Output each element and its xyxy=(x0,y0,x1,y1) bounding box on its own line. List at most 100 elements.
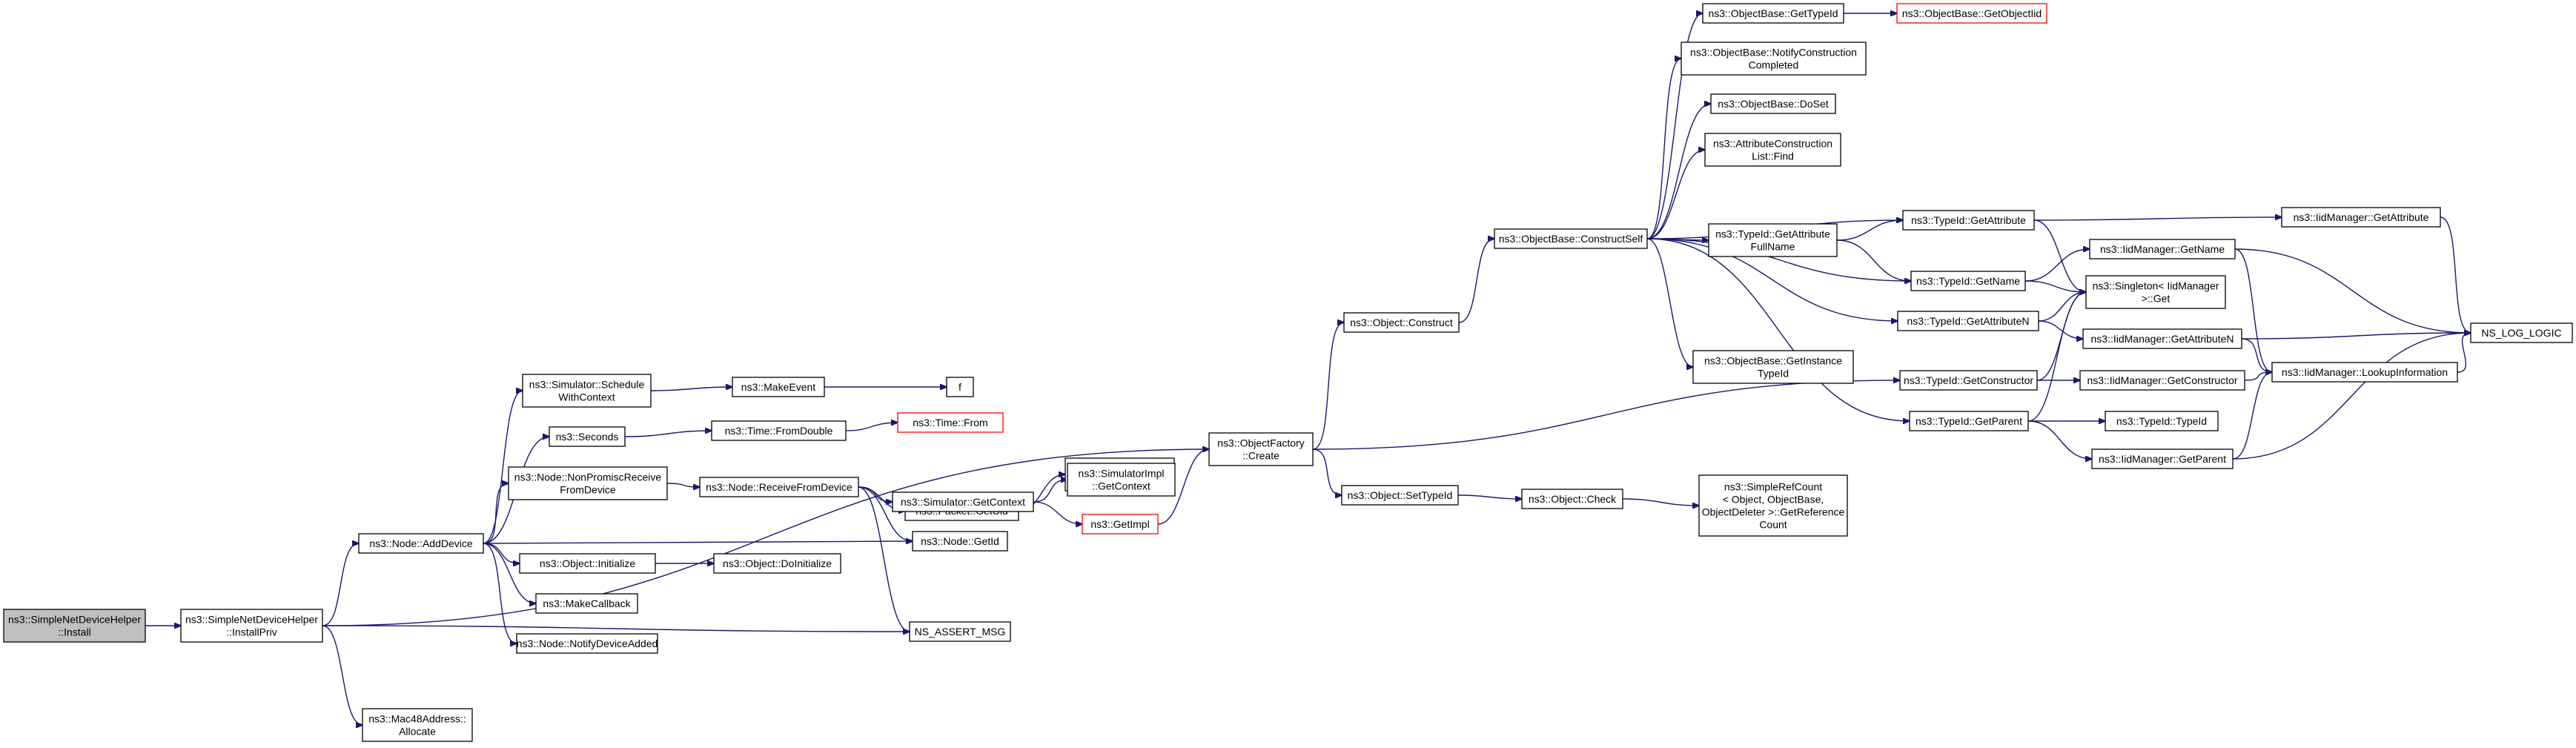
edge-objfactory-to-objconstruct xyxy=(1312,322,1344,450)
node-label: ns3::IidManager::LookupInformation xyxy=(2282,366,2448,378)
node-ob_getobjectiid[interactable]: ns3::ObjectBase::GetObjectIid xyxy=(1896,3,2047,24)
node-box xyxy=(909,621,1011,642)
node-label: ns3::ObjectBase::GetInstance xyxy=(1704,355,1842,367)
node-makeevent[interactable]: ns3::MakeEvent xyxy=(732,377,825,397)
node-constructself[interactable]: ns3::ObjectBase::ConstructSelf xyxy=(1494,228,1648,249)
node-box xyxy=(711,420,847,441)
edge-tid_getattrfull-to-tid_getattribute xyxy=(1836,220,1903,241)
node-objcheck[interactable]: ns3::Object::Check xyxy=(1521,489,1623,509)
edge-iid_getparent-to-nslog xyxy=(2232,333,2471,460)
node-box xyxy=(1704,133,1841,167)
edge-tid_getattributen-to-singleton xyxy=(2038,292,2086,322)
node-tid_getattributen[interactable]: ns3::TypeId::GetAttributeN xyxy=(1897,311,2039,331)
node-objinit[interactable]: ns3::Object::Initialize xyxy=(519,553,656,574)
node-label: ns3::ObjectFactory xyxy=(1217,437,1305,449)
edge-constructself-to-ob_gettypeid xyxy=(1646,13,1703,239)
node-install[interactable]: ns3::SimpleNetDeviceHelper::Install xyxy=(3,609,146,643)
node-ob_doset[interactable]: ns3::ObjectBase::DoSet xyxy=(1710,93,1836,114)
node-notifydevadded[interactable]: ns3::Node::NotifyDeviceAdded xyxy=(516,633,658,654)
node-nslog[interactable]: NS_LOG_LOGIC xyxy=(2470,322,2573,343)
node-receivefrom[interactable]: ns3::Node::ReceiveFromDevice xyxy=(699,477,859,497)
node-objconstruct[interactable]: ns3::Object::Construct xyxy=(1343,312,1460,333)
node-fromdouble[interactable]: ns3::Time::FromDouble xyxy=(711,420,847,441)
node-label: ns3::Mac48Address:: xyxy=(368,713,466,725)
node-label: ns3::Object::Initialize xyxy=(540,557,635,569)
node-box xyxy=(732,377,825,397)
node-seconds[interactable]: ns3::Seconds xyxy=(549,426,626,447)
node-refcount[interactable]: ns3::SimpleRefCount< Object, ObjectBase,… xyxy=(1698,474,1848,537)
edge-adddevice-to-makecallback xyxy=(483,543,536,603)
node-tid_typeid[interactable]: ns3::TypeId::TypeId xyxy=(2105,411,2219,431)
node-makecallback[interactable]: ns3::MakeCallback xyxy=(535,593,638,614)
node-iid_getparent[interactable]: ns3::IidManager::GetParent xyxy=(2091,449,2234,469)
edge-objconstruct-to-constructself xyxy=(1458,239,1494,323)
edge-getimpl-to-objfactory xyxy=(1157,449,1209,525)
node-box xyxy=(522,374,652,408)
node-box xyxy=(2085,275,2226,309)
node-iid_getattributen[interactable]: ns3::IidManager::GetAttributeN xyxy=(2082,328,2242,349)
node-objsettypeid[interactable]: ns3::Object::SetTypeId xyxy=(1341,485,1459,506)
node-nodegetid[interactable]: ns3::Node::GetId xyxy=(912,531,1008,552)
node-box xyxy=(2089,239,2236,259)
node-tid_getparent[interactable]: ns3::TypeId::GetParent xyxy=(1909,411,2029,431)
node-nsassert[interactable]: NS_ASSERT_MSG xyxy=(909,621,1011,642)
node-label: ns3::ObjectBase::NotifyConstruction xyxy=(1690,47,1857,59)
node-tid_getname[interactable]: ns3::TypeId::GetName xyxy=(1910,271,2026,291)
node-singleton[interactable]: ns3::Singleton< IidManager>::Get xyxy=(2085,275,2226,309)
node-box xyxy=(362,708,473,742)
node-box xyxy=(713,553,841,574)
edge-constructself-to-tid_getname xyxy=(1646,238,1911,281)
node-label: ns3::Singleton< IidManager xyxy=(2093,280,2219,292)
node-getimpl[interactable]: ns3::GetImpl xyxy=(1082,514,1159,534)
node-label: ns3::IidManager::GetName xyxy=(2100,243,2225,255)
node-label: ns3::MakeCallback xyxy=(543,598,631,609)
node-label: ns3::MakeEvent xyxy=(741,381,815,393)
node-box xyxy=(1341,485,1459,506)
edge-adddevice-to-nodegetid xyxy=(483,541,913,543)
node-label: ns3::TypeId::TypeId xyxy=(2116,415,2207,427)
node-label: ns3::Node::GetId xyxy=(921,535,999,547)
node-label: FullName xyxy=(1751,241,1795,253)
node-box xyxy=(1681,42,1867,76)
node-f[interactable]: f xyxy=(946,377,974,397)
node-objdoinit[interactable]: ns3::Object::DoInitialize xyxy=(713,553,841,574)
node-adddevice[interactable]: ns3::Node::AddDevice xyxy=(358,533,484,554)
node-box xyxy=(1897,311,2039,331)
node-mac48[interactable]: ns3::Mac48Address::Allocate xyxy=(362,708,473,742)
node-installpriv[interactable]: ns3::SimpleNetDeviceHelper::InstallPriv xyxy=(180,609,323,643)
node-objfactory[interactable]: ns3::ObjectFactory::Create xyxy=(1208,432,1314,466)
node-label: Completed xyxy=(1749,59,1799,71)
node-tid_getattribute[interactable]: ns3::TypeId::GetAttribute xyxy=(1902,210,2035,231)
edge-objcheck-to-refcount xyxy=(1622,498,1699,506)
edge-objsettypeid-to-objcheck xyxy=(1457,494,1522,499)
node-iid_getattribute[interactable]: ns3::IidManager::GetAttribute xyxy=(2281,207,2441,228)
node-label: ns3::IidManager::GetAttribute xyxy=(2294,211,2429,223)
node-box xyxy=(1899,370,2038,391)
node-ob_notify[interactable]: ns3::ObjectBase::NotifyConstructionCompl… xyxy=(1681,42,1867,76)
node-box xyxy=(1698,474,1848,537)
node-iid_getconstructor[interactable]: ns3::IidManager::GetConstructor xyxy=(2079,370,2245,391)
edge-constructself-to-acl_find xyxy=(1646,150,1705,239)
edge-iid_getattributen-to-iid_lookup xyxy=(2241,338,2272,372)
node-iid_getname[interactable]: ns3::IidManager::GetName xyxy=(2089,239,2236,259)
node-label: ns3::TypeId::GetName xyxy=(1916,275,2020,287)
edge-constructself-to-ob_notify xyxy=(1646,59,1681,239)
edge-iid_getname-to-iid_lookup xyxy=(2234,248,2272,372)
node-tid_getconstructor[interactable]: ns3::TypeId::GetConstructor xyxy=(1899,370,2038,391)
node-simimplgetcontext[interactable]: ns3::SimulatorImpl::GetContext xyxy=(1067,463,1176,497)
node-ob_gettypeid[interactable]: ns3::ObjectBase::GetTypeId xyxy=(1702,3,1844,24)
node-timefrom[interactable]: ns3::Time::From xyxy=(897,412,1004,433)
node-label: FromDevice xyxy=(560,484,616,496)
node-iid_lookup[interactable]: ns3::IidManager::LookupInformation xyxy=(2271,362,2458,383)
node-label: NS_ASSERT_MSG xyxy=(915,626,1006,638)
node-box xyxy=(1710,93,1836,114)
edge-installpriv-to-objfactory xyxy=(322,449,1209,626)
node-box xyxy=(1692,350,1854,384)
node-simgetcontext[interactable]: ns3::Simulator::GetContext xyxy=(892,492,1034,512)
node-box xyxy=(897,412,1004,433)
